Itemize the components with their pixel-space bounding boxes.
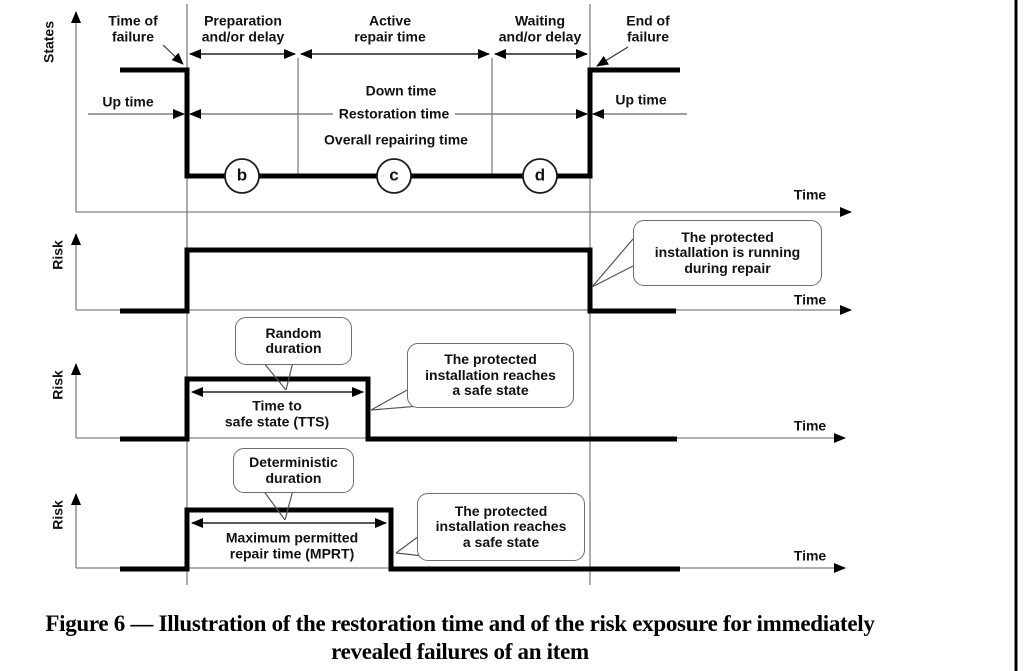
marker-circle-c bbox=[376, 158, 412, 194]
overall-repairing-time-label: Overall repairing time bbox=[324, 131, 468, 148]
risk-running-axis-label: Risk bbox=[49, 240, 66, 270]
time-of-failure-label: Time of failure bbox=[108, 12, 158, 44]
risk-running-callout: The protected installation is running du… bbox=[633, 220, 822, 286]
mprt-safe-state-callout: The protected installation reaches a saf… bbox=[417, 493, 585, 561]
risk-tts-curve bbox=[120, 376, 677, 442]
restoration-time-label: Restoration time bbox=[332, 106, 456, 122]
marker-circle-b bbox=[224, 158, 260, 194]
leader-arrows bbox=[162, 44, 629, 67]
end-of-failure-label: End of failure bbox=[626, 12, 670, 44]
risk-tts-time-axis-label: Time bbox=[793, 417, 827, 434]
end-of-failure-leader bbox=[596, 46, 629, 67]
marker-circle-d bbox=[522, 158, 558, 194]
down-time-label: Down time bbox=[365, 82, 437, 99]
figure-caption: Figure 6 — Illustration of the restorati… bbox=[45, 611, 875, 664]
marker-letter-b: b bbox=[236, 165, 248, 185]
mprt-interval-label: Maximum permitted repair time (MPRT) bbox=[225, 529, 359, 561]
states-panel-axes bbox=[71, 11, 852, 217]
risk-mprt-time-axis-label: Time bbox=[793, 547, 827, 564]
preparation-label: Preparation and/or delay bbox=[201, 12, 285, 44]
deterministic-duration-callout: Deterministic duration bbox=[233, 448, 354, 493]
marker-letter-c: c bbox=[389, 165, 399, 185]
waiting-label: Waiting and/or delay bbox=[498, 12, 582, 44]
tts-interval-label: Time to safe state (TTS) bbox=[224, 397, 330, 429]
up-time-left-label: Up time bbox=[102, 93, 154, 110]
random-duration-callout: Random duration bbox=[235, 317, 352, 365]
states-axis-label: States bbox=[40, 20, 57, 64]
up-time-right-label: Up time bbox=[615, 91, 667, 108]
risk-mprt-curve bbox=[120, 507, 680, 572]
states-time-axis-label: Time bbox=[793, 186, 827, 203]
state-marker-circles bbox=[224, 158, 558, 194]
risk-running-time-axis-label: Time bbox=[793, 291, 827, 308]
risk-running-axes bbox=[71, 233, 852, 315]
risk-running-curve bbox=[120, 247, 676, 314]
risk-mprt-axis-label: Risk bbox=[49, 500, 66, 530]
tts-safe-state-callout: The protected installation reaches a saf… bbox=[407, 343, 574, 408]
random-duration-pointer bbox=[262, 361, 294, 391]
deterministic-duration-pointer bbox=[262, 489, 294, 521]
marker-letter-d: d bbox=[534, 165, 546, 185]
time-of-failure-leader bbox=[162, 44, 184, 65]
risk-tts-axis-label: Risk bbox=[49, 370, 66, 400]
active-repair-label: Active repair time bbox=[354, 12, 426, 44]
risk-running-callout-pointer bbox=[591, 238, 634, 288]
